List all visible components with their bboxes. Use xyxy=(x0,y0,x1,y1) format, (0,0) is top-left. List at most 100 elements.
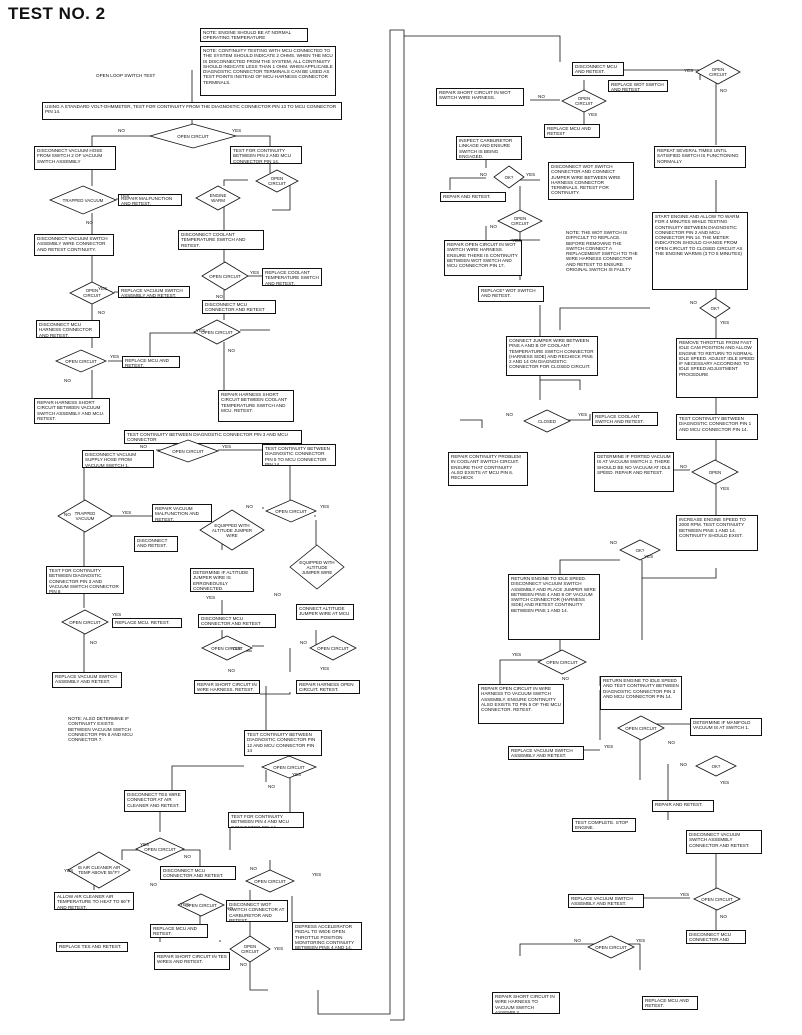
disconnect-tes-step: DISCONNECT TES WIRE CONNECTOR AT AIR CLE… xyxy=(124,790,186,812)
replace-coolant-step: REPLACE COOLANT TEMPERATURE SWITCH AND R… xyxy=(262,268,322,286)
yes-label: YES xyxy=(292,772,302,777)
determine-manifold-step: DETERMINE IF MANIFOLD VACUUM IS AT SWITC… xyxy=(690,718,762,736)
yes-label: YES xyxy=(588,112,598,117)
disconnect-and-retest-step: DISCONNECT AND RETEST. xyxy=(134,536,178,552)
disconnect-mcu-step: DISCONNECT MCU CONNECTOR AND RETEST. xyxy=(160,866,236,880)
replace-mcu-step: REPLACE MCU AND RETEST. xyxy=(122,356,180,368)
allow-air-heat-step: ALLOW AIR CLEANER AIR TEMPERATURE TO HEA… xyxy=(54,892,134,910)
no-label: NO xyxy=(150,882,157,887)
yes-label: YES xyxy=(274,946,284,951)
open-circuit-decision: OPEN CIRCUIT xyxy=(693,887,741,911)
yes-label: YES xyxy=(720,486,730,491)
replace-coolant-step: REPLACE COOLANT SWITCH AND RETEST. xyxy=(592,412,658,426)
yes-label: YES xyxy=(120,193,130,198)
yes-label: YES xyxy=(196,328,206,333)
no-label: NO xyxy=(480,172,487,177)
yes-label: YES xyxy=(720,780,730,785)
yes-label: YES xyxy=(112,612,122,617)
yes-label: YES xyxy=(512,238,522,243)
replace-mcu-step: REPLACE MCU AND RETEST. xyxy=(642,996,698,1010)
open-circuit-decision: OPEN CIRCUIT xyxy=(561,89,607,113)
no-label: NO xyxy=(250,866,257,871)
yes-label: YES xyxy=(232,646,242,651)
note-continuity: NOTE: CONTINUITY TESTING WITH MCU CONNEC… xyxy=(200,46,336,96)
repair-malfunction-step: REPAIR MALFUNCTION AND RETEST. xyxy=(118,194,182,206)
open-circuit-decision: OPEN CIRCUIT xyxy=(148,123,238,149)
replace-mcu-step: REPLACE MCU. RETEST. xyxy=(112,618,182,628)
open-circuit-decision: OPEN CIRCUIT xyxy=(177,893,225,917)
disconnect-coolant-step: DISCONNECT COOLANT TEMPERATURE SWITCH AN… xyxy=(178,230,264,250)
open-circuit-decision: OPEN CIRCUIT xyxy=(55,349,107,373)
no-label: NO xyxy=(140,444,147,449)
repair-harness-short-coolant-step: REPAIR HARNESS SHORT CIRCUIT BETWEEN COO… xyxy=(218,390,294,422)
open-circuit-decision: OPEN CIRCUIT xyxy=(587,935,635,959)
no-label: NO xyxy=(216,294,223,299)
altitude-jumper-decision: EQUIPPED WITH ALTITUDE JUMPER WIRE xyxy=(199,509,265,551)
no-label: NO xyxy=(610,540,617,545)
yes-label: YES xyxy=(312,872,322,877)
disconnect-mcu-step: DISCONNECT MCU AND RETEST. xyxy=(572,62,624,76)
no-label: NO xyxy=(506,412,513,417)
open-loop-label: OPEN LOOP SWITCH TEST xyxy=(96,73,156,78)
test-complete-step: TEST COMPLETE. STOP ENGINE. xyxy=(572,818,636,832)
replace-mcu-step: REPLACE MCU AND RETEST xyxy=(544,124,600,138)
yes-label: YES xyxy=(320,666,330,671)
test-pin3-step: TEST CONTINUITY BETWEEN DIAGNOSTIC CONNE… xyxy=(124,430,302,444)
test-pin1-step: TEST CONTINUITY BETWEEN DIAGNOSTIC CONNE… xyxy=(676,414,758,440)
repeat-step: REPEAT SEVERAL TIMES UNTIL SATISFIED SWI… xyxy=(654,146,746,168)
test-pin2-step: TEST FOR CONTINUITY BETWEEN PIN 2 AND MC… xyxy=(230,146,302,164)
disconnect-wot-step: DISCONNECT WOT SWITCH CONNECTOR AT CARBU… xyxy=(226,900,288,922)
yes-label: YES xyxy=(644,554,654,559)
open-circuit-decision: OPEN CIRCUIT xyxy=(537,649,587,675)
trapped-vacuum-decision: TRAPPED VACUUM xyxy=(48,185,118,215)
replace-wot-step: REPLACE* WOT SWITCH AND RETEST. xyxy=(478,286,544,302)
page-title: TEST NO. 2 xyxy=(8,4,106,23)
open-circuit-decision: OPEN CIRCUIT xyxy=(245,869,295,893)
repair-continuity-step: REPAIR CONTINUITY PROBLEM IN COOLANT SWI… xyxy=(448,452,528,486)
repair-vacuum-malfunction-step: REPAIR VACUUM MALFUNCTION AND RETEST. xyxy=(152,504,212,522)
replace-vacuum-switch-step: REPLACE VACUUM SWITCH ASSEMBLY AND RETES… xyxy=(52,672,122,688)
test-pin3-vacuum-step: TEST FOR CONTINUITY BETWEEN DIAGNOSTIC C… xyxy=(46,566,124,594)
yes-label: YES xyxy=(232,128,242,133)
determine-altitude-step: DETERMINE IF ALTITUDE JUMPER WIRE IS ERR… xyxy=(190,568,254,592)
open-circuit-decision: OPEN CIRCUIT xyxy=(260,755,318,779)
no-label: NO xyxy=(118,128,125,133)
repair-short-wot-step: REPAIR SHORT CIRCUIT IN WOT SWITCH WIRE … xyxy=(436,88,524,106)
no-label: NO xyxy=(90,640,97,645)
start-engine-step: START ENGINE AND ALLOW TO WARM FOR 4 MIN… xyxy=(652,212,748,290)
yes-label: YES xyxy=(720,320,730,325)
no-label: NO xyxy=(64,512,71,517)
open-circuit-decision: OPEN CIRCUIT xyxy=(156,439,220,463)
no-label: NO xyxy=(246,504,253,509)
no-label: NO xyxy=(228,348,235,353)
test-pin4-step: TEST FOR CONTINUITY BETWEEN PIN 4 AND MC… xyxy=(228,812,304,828)
replace-vacuum-switch-step: REPLACE VACUUM SWITCH ASSEMBLY AND RETES… xyxy=(118,286,190,298)
repair-short-wire-step: REPAIR SHORT CIRCUIT IN WIRE HARNESS. RE… xyxy=(194,680,260,694)
no-label: NO xyxy=(98,310,105,315)
no-label: NO xyxy=(86,220,93,225)
determine-ported-step: DETERMINE IF PORTED VACUUM IS AT VACUUM … xyxy=(594,452,674,492)
return-idle-test-step: RETURN ENGINE TO IDLE SPEED AND TEST CON… xyxy=(600,676,682,710)
test-pin12-step: TEST CONTINUITY BETWEEN DIAGNOSTIC CONNE… xyxy=(244,730,322,756)
no-label: NO xyxy=(690,300,697,305)
closed-decision: CLOSED xyxy=(523,409,571,433)
yes-label: YES xyxy=(64,868,74,873)
note-also: NOTE: ALSO DETERMINE IF CONTINUITY EXIST… xyxy=(68,716,133,743)
engine-warm-decision: ENGINE WARM xyxy=(195,185,241,211)
repair-open-harness-step: REPAIR OPEN CIRCUIT IN WIRE HARNESS TO V… xyxy=(478,684,564,724)
open-circuit-decision: OPEN CIRCUIT xyxy=(309,635,357,661)
open-circuit-decision: OPEN CIRCUIT xyxy=(201,635,253,661)
no-label: NO xyxy=(720,914,727,919)
replace-tes-step: REPLACE TES AND RETEST. xyxy=(56,942,128,952)
yes-label: YES xyxy=(680,892,690,897)
yes-label: YES xyxy=(526,172,536,177)
no-label: NO xyxy=(228,668,235,673)
no-label: NO xyxy=(64,378,71,383)
yes-label: YES xyxy=(110,354,120,359)
depress-accelerator-step: DEPRESS ACCELERATOR PEDAL TO WIDE OPEN T… xyxy=(292,922,362,950)
open-circuit-decision: OPEN CIRCUIT xyxy=(255,169,299,193)
yes-label: YES xyxy=(636,938,646,943)
repair-retest-step: REPAIR AND RETEST. xyxy=(652,800,714,812)
repair-harness-open-step: REPAIR HARNESS OPEN CIRCUIT. RETEST. xyxy=(296,680,360,694)
